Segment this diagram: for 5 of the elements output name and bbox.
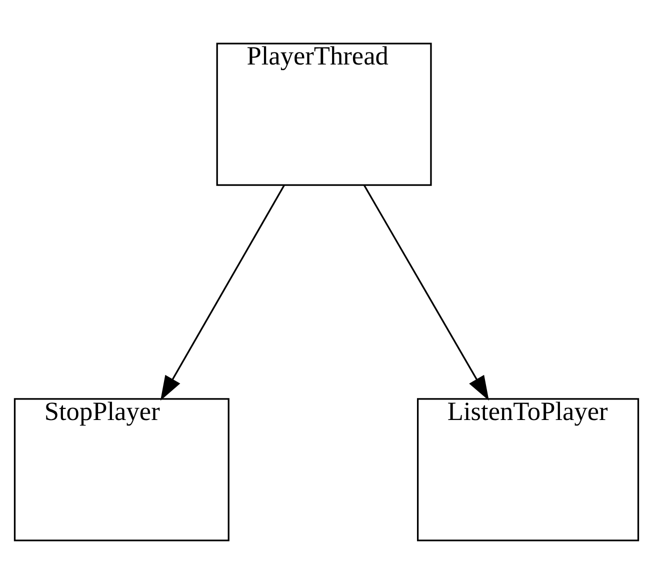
node-box: PlayerThread	[216, 42, 432, 186]
arrow	[160, 184, 286, 401]
arrow	[363, 184, 489, 401]
node-box: StopPlayer	[14, 398, 230, 542]
node-box: ListenToPlayer	[416, 398, 640, 542]
